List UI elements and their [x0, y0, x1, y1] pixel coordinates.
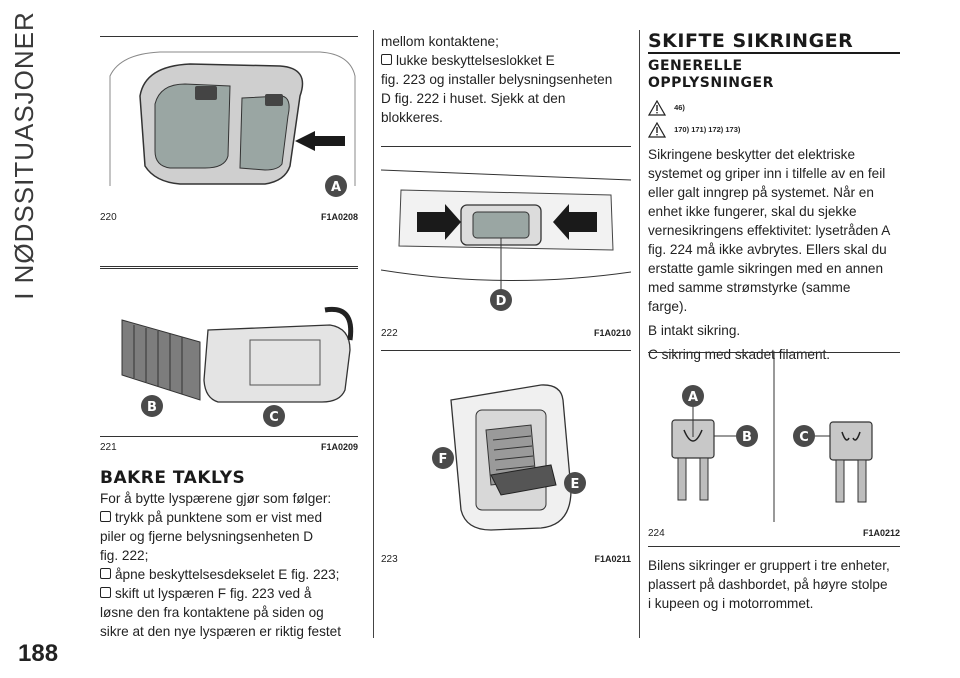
figure-221-code: F1A0209 [320, 442, 358, 452]
page-number: 188 [18, 640, 59, 667]
fuses-paragraph: Sikringene beskytter det elektriske syst… [648, 145, 904, 364]
section-title-text: I NØDSSITUASJONER [8, 10, 39, 300]
figure-224-illustration: A B C [671, 352, 873, 522]
continued-line: mellom kontaktene; [381, 34, 499, 49]
subheading-general-info: GENERELLE OPPLYSNINGER [648, 58, 774, 92]
footer-line: plassert på dashbordet, på høyre stolpe [648, 577, 888, 592]
heading-rule [648, 52, 900, 54]
column-2: mellom kontaktene; lukke beskyttelseslok… [381, 0, 631, 678]
figure-label-c: C [799, 430, 809, 445]
paragraph-line: erstatte gamle sikringen med en annen [648, 261, 884, 276]
step-2-line-1: åpne beskyttelsesdekselet E fig. 223; [115, 567, 340, 582]
figure-rule [100, 268, 358, 269]
figure-222: D 222 F1A0210 [381, 150, 631, 340]
footer-line: Bilens sikringer er gruppert i tre enhet… [648, 558, 890, 573]
legend-b: B intakt sikring. [648, 323, 741, 338]
figure-rule [100, 36, 358, 37]
paragraph-line: fig. 224 må ikke avbrytes. Ellers skal d… [648, 242, 887, 257]
paragraph-line: med samme strømstyrke (samme [648, 280, 851, 295]
figure-label-f: F [439, 452, 448, 467]
heading-fuses: SKIFTE SIKRINGER [648, 30, 854, 52]
paragraph-line: eller galt inngrep på systemet. Når en [648, 185, 874, 200]
figure-224-number: 224 [648, 528, 665, 539]
bullet-icon [100, 511, 111, 522]
subheading-line-1: GENERELLE [648, 58, 743, 74]
figure-label-c: C [269, 410, 279, 425]
rear-ceiling-continued: mellom kontaktene; lukke beskyttelseslok… [381, 32, 631, 127]
column-divider-1 [373, 30, 374, 638]
figure-rule [100, 436, 358, 437]
figure-rule [648, 546, 900, 547]
step-2: åpne beskyttelsesdekselet E fig. 223; [100, 565, 362, 584]
figure-rule [100, 266, 358, 267]
legend-c: C sikring med skadet filament. [648, 347, 831, 362]
figure-224: A B C 224 F1A0212 [648, 352, 900, 542]
step-3-line-1: skift ut lyspæren F fig. 223 ved å [115, 586, 312, 601]
footer-line: i kupeen og i motorrommet. [648, 596, 814, 611]
fuses-footer: Bilens sikringer er gruppert i tre enhet… [648, 556, 904, 613]
figure-222-number: 222 [381, 328, 398, 339]
figure-label-e: E [571, 477, 580, 492]
paragraph-line: enhet ikke fungerer, skal du sjekke [648, 204, 857, 219]
section-title-vertical: I NØDSSITUASJONER [2, 11, 46, 300]
warning-ref-2-text: 170) 171) 172) 173) [674, 124, 741, 134]
figure-220: A 220 F1A0208 [100, 36, 358, 269]
warning-ref-1-text: 46) [674, 102, 685, 112]
figure-221-number: 221 [100, 442, 117, 453]
paragraph-line: vernesikringens effektivitet: lysetråden… [648, 223, 891, 238]
figure-rule [381, 350, 631, 351]
step-4-line-1: lukke beskyttelseslokket E [396, 53, 555, 68]
warning-ref-2: 170) 171) 172) 173) [648, 122, 740, 138]
figure-label-d: D [496, 294, 507, 309]
figure-220-illustration: A [109, 51, 356, 197]
step-3-line-2: løsne den fra kontaktene på siden og [100, 605, 324, 620]
figure-223-code: F1A0211 [594, 554, 631, 564]
figure-rule [381, 146, 631, 147]
figure-221: B C 221 F1A0209 [100, 270, 358, 460]
step-4-line-4: blokkeres. [381, 110, 443, 125]
figure-label-a: A [688, 390, 698, 405]
step-1: trykk på punktene som er vist med [100, 508, 362, 527]
heading-rear-ceiling: BAKRE TAKLYS [100, 468, 246, 488]
step-3: skift ut lyspæren F fig. 223 ved å [100, 584, 362, 603]
figure-224-code: F1A0212 [862, 528, 900, 538]
column-1: A 220 F1A0208 B C 221 F1A0209 BAKRE TAKL… [100, 0, 358, 678]
step-4: lukke beskyttelseslokket E [381, 51, 631, 70]
paragraph-line: systemet og griper inn i tilfelle av en … [648, 166, 886, 181]
paragraph-line: farge). [648, 299, 688, 314]
bullet-icon [100, 568, 111, 579]
step-1-line-2: piler og fjerne belysningsenheten D [100, 529, 314, 544]
figure-223-illustration: F E [432, 384, 586, 531]
step-4-line-2: fig. 223 og installer belysningsenheten [381, 72, 613, 87]
bullet-icon [100, 587, 111, 598]
warning-triangle-icon [648, 100, 666, 116]
figure-220-number: 220 [100, 212, 117, 223]
step-3-line-3: sikre at den nye lyspæren er riktig fest… [100, 624, 342, 639]
figure-220-code: F1A0208 [320, 212, 358, 222]
step-1-line-1: trykk på punktene som er vist med [115, 510, 323, 525]
warning-triangle-icon [648, 122, 666, 138]
column-divider-2 [639, 30, 640, 638]
figure-label-b: B [147, 400, 157, 415]
column-3: SKIFTE SIKRINGER GENERELLE OPPLYSNINGER … [648, 0, 900, 678]
step-1-line-3: fig. 222; [100, 548, 149, 563]
figure-222-illustration: D [381, 169, 631, 311]
rear-ceiling-body: For å bytte lyspærene gjør som følger: t… [100, 489, 362, 641]
intro-text: For å bytte lyspærene gjør som følger: [100, 491, 332, 506]
step-4-line-3: D fig. 222 i huset. Sjekk at den [381, 91, 566, 106]
figure-223-number: 223 [381, 554, 398, 565]
figure-221-illustration: B C [121, 306, 354, 427]
figure-label-a: A [331, 180, 341, 195]
figure-222-code: F1A0210 [593, 328, 631, 338]
warning-ref-1: 46) [648, 100, 685, 116]
figure-label-b: B [742, 430, 752, 445]
subheading-line-2: OPPLYSNINGER [648, 75, 774, 91]
figure-223: F E 223 F1A0211 [381, 370, 631, 580]
bullet-icon [381, 54, 392, 65]
paragraph-line: Sikringene beskytter det elektriske [648, 147, 856, 162]
